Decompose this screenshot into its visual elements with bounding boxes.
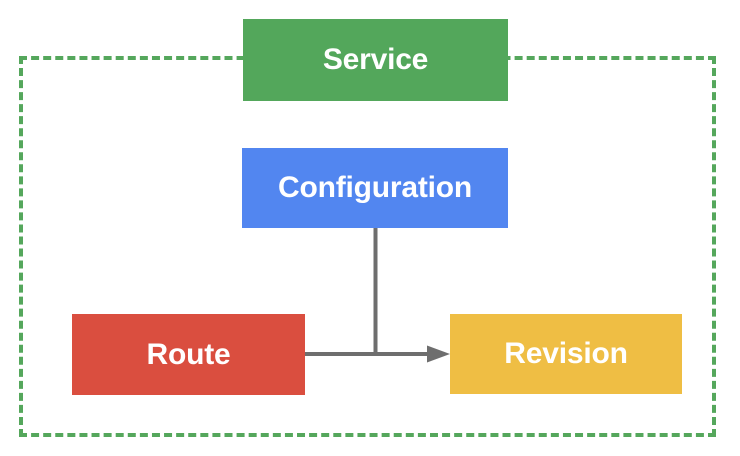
node-revision[interactable]: Revision (450, 314, 682, 394)
node-service[interactable]: Service (243, 19, 508, 101)
node-configuration-label: Configuration (277, 171, 473, 204)
node-route-label: Route (146, 337, 231, 371)
node-configuration[interactable]: Configuration (242, 148, 508, 228)
node-route[interactable]: Route (72, 314, 305, 395)
node-service-label: Service (322, 43, 429, 76)
node-revision-label: Revision (504, 337, 628, 370)
